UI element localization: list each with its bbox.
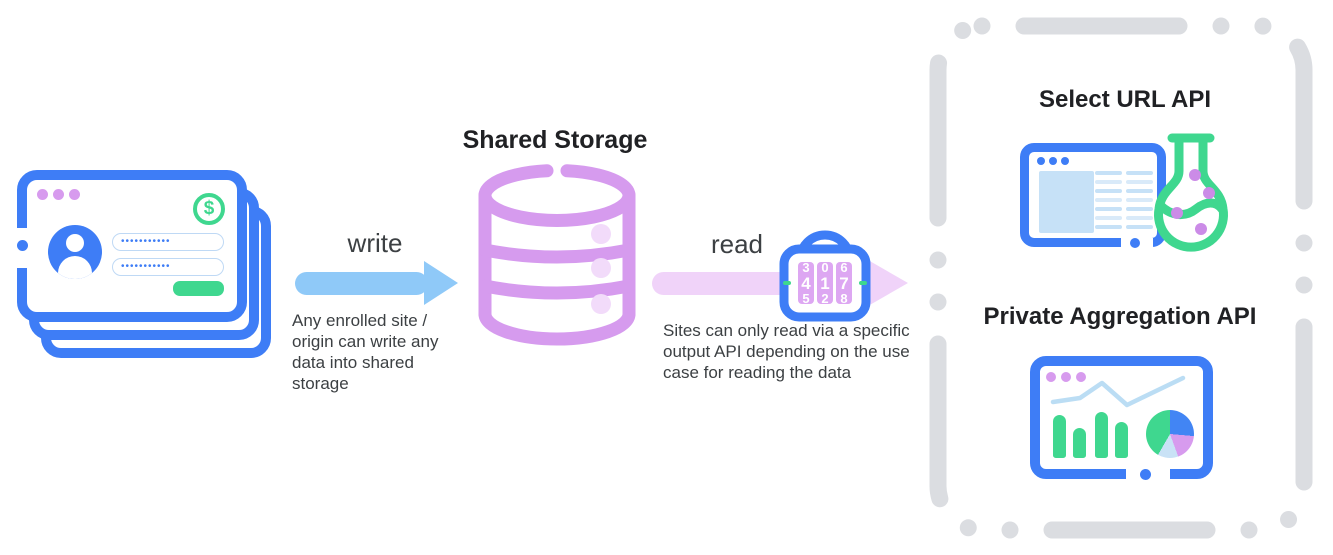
write-label: write — [347, 228, 403, 258]
dial-digit: 0 — [821, 262, 829, 275]
content-block — [1039, 171, 1094, 233]
output-gate-dashed-border — [929, 17, 1313, 539]
dial-digit: 2 — [821, 290, 829, 304]
border-dot — [1130, 237, 1140, 248]
flask-icon — [1154, 133, 1228, 252]
browser-window-icon — [1020, 143, 1166, 248]
window-controls-icon — [1037, 157, 1069, 165]
dial-digit: 5 — [802, 290, 810, 304]
lock-dials: 3 4 5 0 1 2 6 7 8 — [798, 262, 852, 304]
bar-chart-icon — [1053, 415, 1066, 458]
line-chart-icon — [1050, 375, 1186, 408]
pie-chart-icon — [1146, 410, 1194, 458]
dial-digit: 6 — [840, 262, 848, 275]
sign-in-button-shape — [173, 281, 224, 296]
dollar-symbol: $ — [203, 198, 215, 219]
lock-dial-2: 0 1 2 — [817, 262, 833, 304]
text-lines-column — [1126, 171, 1153, 234]
dial-digit: 3 — [802, 262, 810, 275]
dashboard-window-icon — [1030, 356, 1213, 480]
read-note: Sites can only read via a specific outpu… — [663, 321, 910, 382]
combination-lock-icon: 3 4 5 0 1 2 6 7 8 — [775, 198, 875, 324]
select-url-api-title: Select URL API — [1038, 86, 1212, 113]
write-arrow-head — [424, 261, 458, 305]
dollar-icon: $ — [193, 193, 225, 225]
bar-chart-icon — [1115, 422, 1128, 458]
dial-digit: 7 — [839, 273, 849, 293]
shared-storage-title: Shared Storage — [462, 126, 648, 154]
write-note: Any enrolled site / origin can write any… — [292, 311, 439, 393]
border-dot — [1140, 468, 1151, 480]
read-label: read — [710, 229, 764, 259]
lock-dial-3: 6 7 8 — [836, 262, 852, 304]
card-border-dot — [17, 240, 28, 251]
text-lines-column — [1095, 171, 1122, 234]
site-card-front: $ ••••••••••• ••••••••••• — [17, 170, 247, 322]
read-arrow-head — [868, 260, 908, 306]
window-controls-icon — [1046, 372, 1086, 382]
dial-digit: 8 — [840, 290, 848, 304]
bar-chart-icon — [1095, 412, 1108, 458]
private-aggregation-api-title: Private Aggregation API — [983, 303, 1257, 330]
user-avatar-icon — [48, 225, 102, 279]
write-arrow — [295, 272, 428, 295]
window-controls-icon — [37, 189, 80, 200]
dial-digit: 4 — [801, 273, 811, 293]
dial-digit: 1 — [820, 273, 830, 293]
lock-dial-1: 3 4 5 — [798, 262, 814, 304]
bar-chart-icon — [1073, 428, 1086, 458]
lock-shape — [779, 230, 871, 322]
database-icon — [478, 164, 636, 346]
password-field-1: ••••••••••• — [112, 233, 224, 251]
password-field-2: ••••••••••• — [112, 258, 224, 276]
dial-tick-left — [783, 281, 791, 285]
dial-tick-right — [859, 281, 867, 285]
